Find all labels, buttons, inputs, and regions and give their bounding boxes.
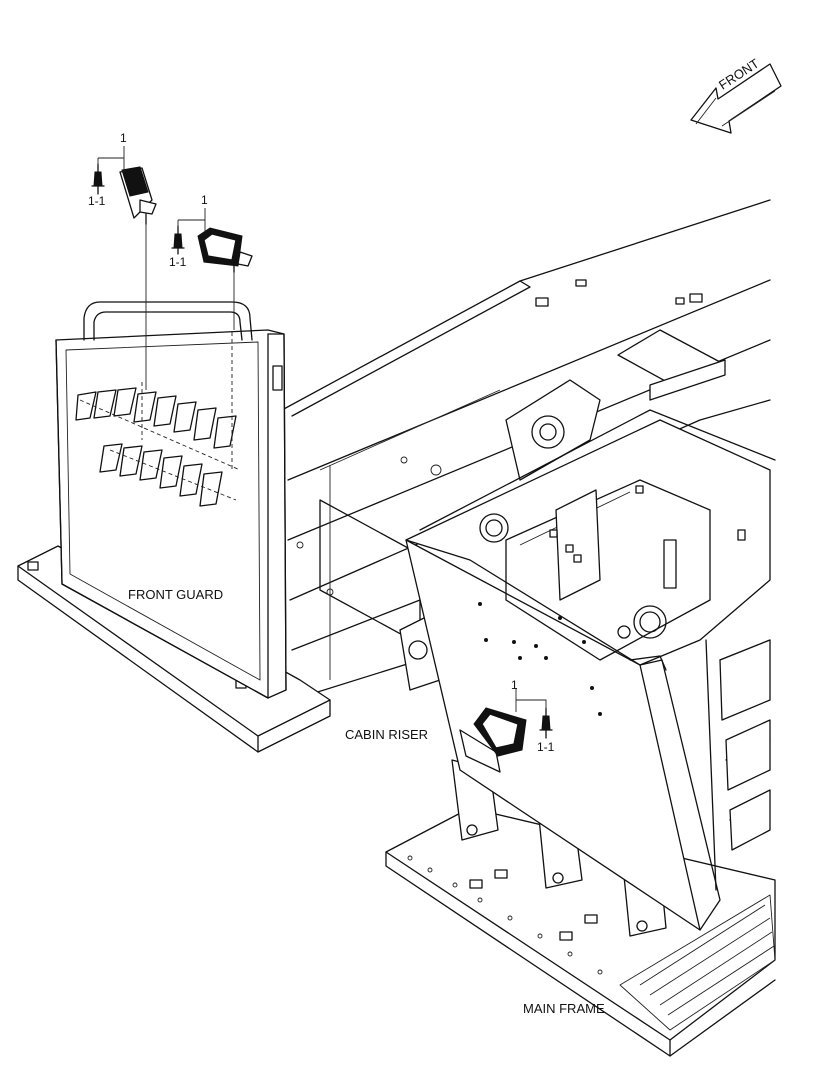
main-frame-structure — [269, 199, 771, 701]
front-guard-label: FRONT GUARD — [128, 587, 224, 602]
callout-lamp: 1 — [201, 193, 208, 207]
front-guard — [17, 220, 331, 753]
work-lamp-upper-left — [119, 166, 157, 225]
cabin-riser — [405, 409, 776, 931]
callout-lamp: 1 — [120, 131, 127, 145]
main-frame-label: MAIN FRAME — [523, 1001, 605, 1016]
callout-bulb: 1-1 — [88, 194, 106, 208]
cabin-riser-label: CABIN RISER — [345, 727, 429, 742]
work-lamp-upper-middle — [197, 227, 253, 273]
work-lamp-cabin-riser — [473, 707, 527, 757]
bulb-icon — [171, 225, 185, 255]
callout-lamp: 1 — [511, 678, 518, 692]
bulb-icon — [91, 163, 105, 195]
front-direction-arrow — [690, 63, 782, 134]
callout-bulb: 1-1 — [537, 740, 555, 754]
callout-bulb: 1-1 — [169, 255, 187, 269]
callout-leaders — [97, 146, 547, 712]
